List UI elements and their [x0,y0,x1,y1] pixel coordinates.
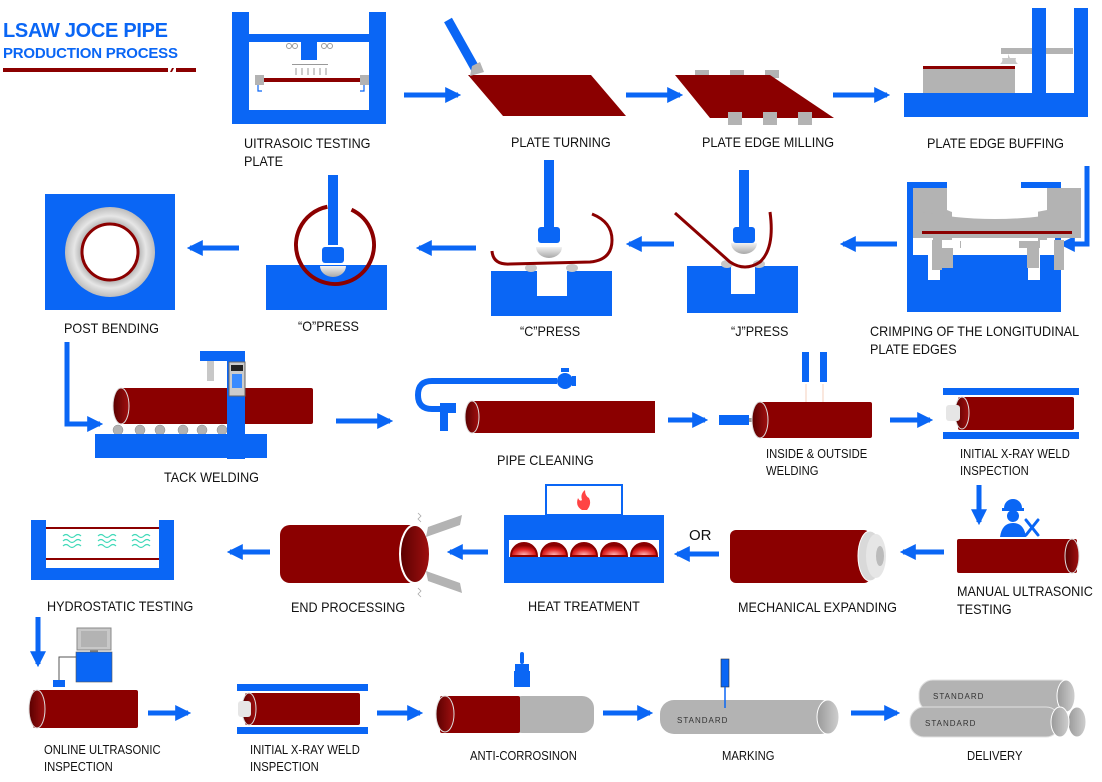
step-label-crimping: CRIMPING OF THE LONGITUDINAL PLATE EDGES [870,322,1079,358]
step-label-delivery: DELIVERY [967,749,1023,763]
xray-inspection-icon [943,388,1079,439]
label-line: INSIDE & OUTSIDE [766,447,868,461]
label-line: INSPECTION [960,464,1029,478]
step-label-inside-outside-welding: INSIDE & OUTSIDE WELDING [766,446,867,480]
label-line: INSPECTION [250,760,319,774]
worker-icon [1000,499,1026,537]
edge-buffing-icon [904,8,1088,117]
step-label-o-press: “O”PRESS [298,318,359,334]
step-label-plate-turning: PLATE TURNING [511,134,611,150]
label-line: INSPECTION [44,760,113,774]
j-press-icon [674,170,798,313]
delivery-standard-text-bottom: STANDARD [925,719,976,728]
label-line: MANUAL ULTRASONIC [957,583,1093,599]
end-processing-icon [280,512,462,598]
water-wave-icon [62,533,151,549]
xray-inspection-icon [237,684,368,734]
tack-welding-icon [95,351,313,459]
c-press-icon [490,160,614,316]
label-line: INITIAL X-RAY WELD [960,447,1070,461]
online-ultrasonic-icon [28,627,138,729]
hydrostatic-testing-icon [31,520,174,580]
anti-corrosion-icon [435,652,594,733]
or-label: OR [689,527,712,544]
edge-milling-icon [675,70,834,125]
step-label-online-ultrasonic: ONLINE ULTRASONIC INSPECTION [44,742,161,776]
o-press-icon [266,175,387,310]
label-line: WELDING [766,464,819,478]
step-label-hydrostatic-testing: HYDROSTATIC TESTING [47,598,194,614]
plate-turning-icon [444,17,626,116]
heat-treatment-icon [504,484,664,583]
label-line: UITRASOIC TESTING [244,135,371,151]
wrench-icon [1024,518,1040,537]
step-label-post-bending: POST BENDING [64,320,159,336]
ultrasonic-plate-tester-icon [232,12,386,124]
label-line: INITIAL X-RAY WELD [250,743,360,757]
diagram-subtitle: PRODUCTION PROCESS [3,45,178,62]
step-label-initial-xray-2: INITIAL X-RAY WELD INSPECTION [250,742,360,776]
step-label-ultrasonic-testing-plate: UITRASOIC TESTING PLATE [244,134,370,170]
paint-brush-icon [514,652,530,687]
mechanical-expanding-icon [730,530,886,583]
post-bending-icon [45,194,175,310]
crimping-press-icon [907,182,1081,312]
label-line: ONLINE ULTRASONIC [44,743,161,757]
step-label-plate-edge-buffing: PLATE EDGE BUFFING [927,135,1064,151]
pipe-cleaning-icon [414,368,655,434]
step-label-mechanical-expanding: MECHANICAL EXPANDING [738,599,897,615]
label-line: CRIMPING OF THE LONGITUDINAL [870,323,1080,339]
step-label-end-processing: END PROCESSING [291,599,406,615]
step-label-c-press: “C”PRESS [520,323,581,339]
step-label-anti-corrosion: ANTI-CORROSINON [470,749,577,763]
marking-icon: STANDARD [660,658,840,735]
delivery-standard-text-top: STANDARD [933,692,984,701]
step-label-marking: MARKING [722,749,775,763]
title-underline [3,68,196,72]
label-line: TESTING [957,601,1012,617]
marking-standard-text: STANDARD [677,716,728,725]
step-label-heat-treatment: HEAT TREATMENT [528,598,640,614]
diagram-title: LSAW JOCE PIPE [3,20,168,42]
label-line: PLATE EDGES [870,341,957,357]
step-label-pipe-cleaning: PIPE CLEANING [497,452,594,468]
delivery-icon: STANDARD STANDARD [909,679,1087,738]
manual-ultrasonic-icon [957,499,1080,574]
flow-arrow [1058,166,1090,253]
inside-outside-welding-icon [719,352,872,439]
label-line: PLATE [244,153,283,169]
step-label-initial-xray-1: INITIAL X-RAY WELD INSPECTION [960,446,1070,480]
step-label-plate-edge-milling: PLATE EDGE MILLING [702,134,835,150]
flow-arrow [64,342,104,433]
step-label-tack-welding: TACK WELDING [164,469,259,485]
step-label-manual-ultrasonic: MANUAL ULTRASONIC TESTING [957,582,1093,618]
step-label-j-press: “J”PRESS [731,323,789,339]
